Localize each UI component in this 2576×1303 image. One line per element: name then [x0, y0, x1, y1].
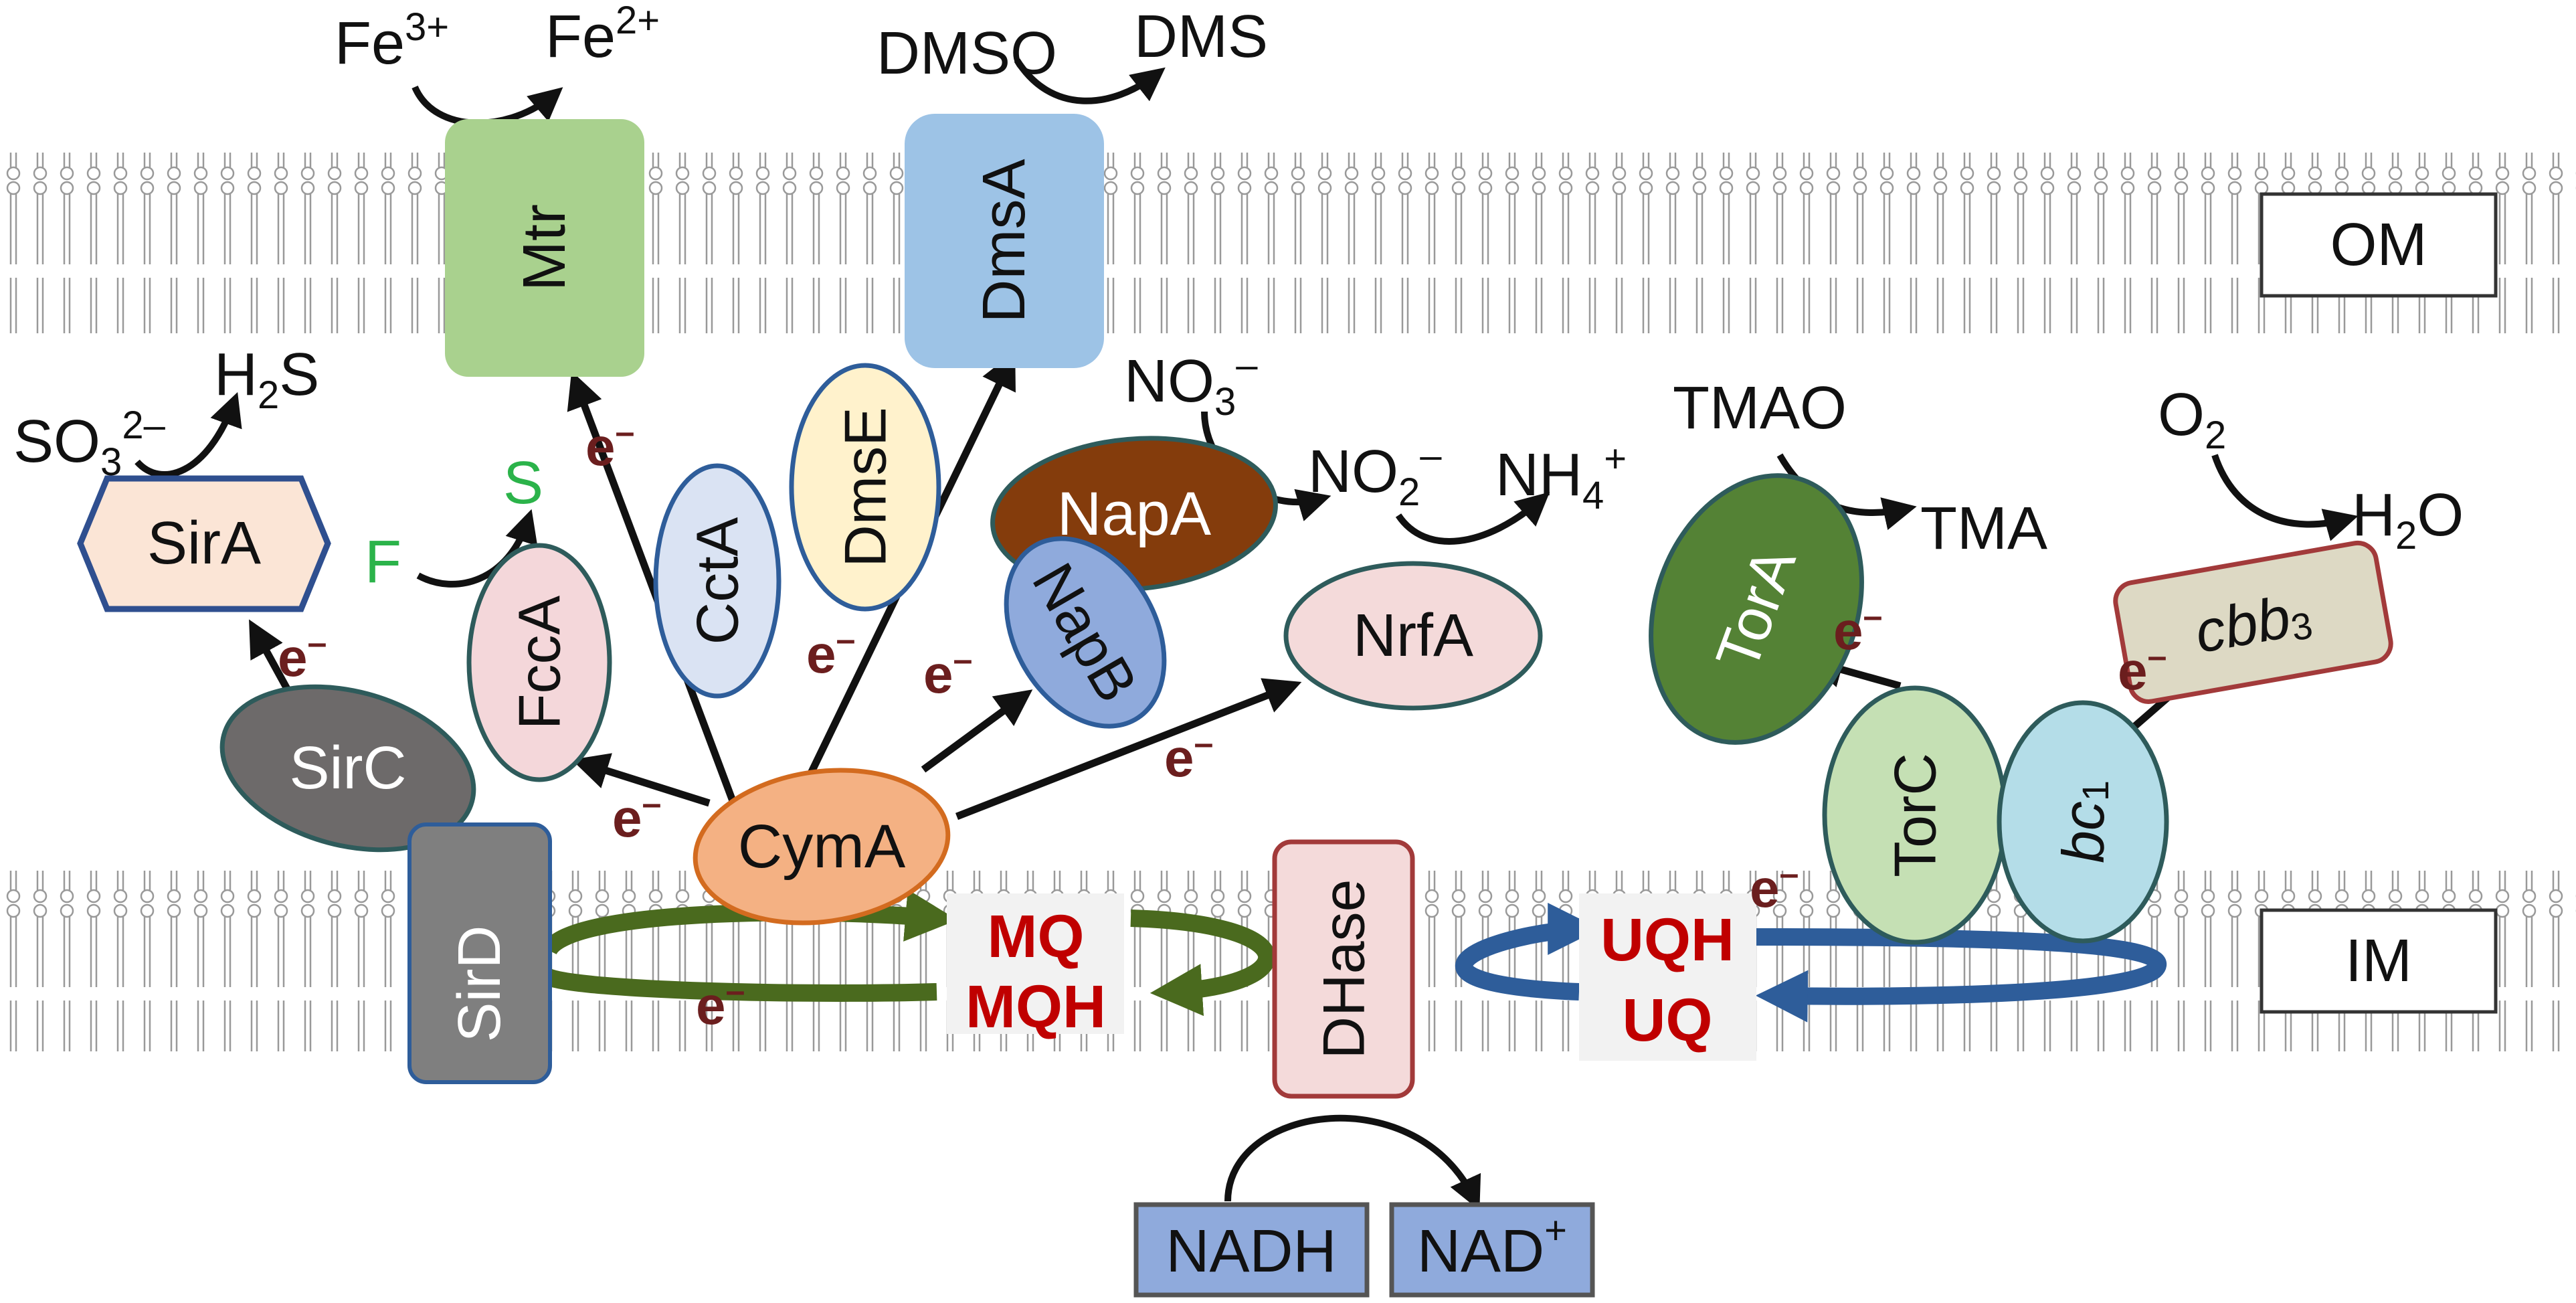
om-label-box	[2260, 192, 2498, 298]
arrow-oxygen-reduction	[2211, 454, 2359, 541]
fcca-label: FccA	[507, 595, 573, 729]
sird-protein[interactable]: SirD	[407, 822, 552, 1084]
mq-cycle	[541, 889, 1276, 1017]
electron-label-dmse: e–	[806, 620, 855, 684]
torc-protein[interactable]: TorC	[1822, 685, 2008, 945]
nad-box: NAD+	[1389, 1202, 1595, 1298]
mq-label: MQ	[988, 903, 1085, 970]
dmsa-protein[interactable]: DmsA	[905, 114, 1104, 368]
nadh-label: NADH	[1166, 1218, 1336, 1285]
sird-label: SirD	[446, 926, 513, 1043]
nad-label: NAD+	[1417, 1209, 1567, 1286]
dhase-label: DHase	[1311, 879, 1377, 1059]
arrow-cyma-napb	[921, 689, 1033, 773]
nh4-label: NH4+	[1495, 437, 1627, 517]
arrow-cyma-fcca	[571, 753, 711, 807]
sirc-label: SirC	[290, 735, 407, 802]
nrfa-protein[interactable]: NrfA	[1283, 561, 1543, 711]
dhase-protein[interactable]: DHase	[1272, 839, 1415, 1099]
electron-label-torc: e–	[1833, 597, 1882, 661]
substrate-labels: Fe3+ Fe2+ DMSO DMS SO32– H2S F S NO3– NO…	[13, 0, 2464, 596]
fumarate-label: F	[365, 529, 401, 596]
tmao-label: TMAO	[1673, 375, 1847, 442]
fcca-protein[interactable]: FccA	[466, 543, 612, 782]
electron-label-uq: e–	[1750, 855, 1799, 918]
mqh-label: MQH	[965, 974, 1106, 1041]
napb-protein[interactable]: NapB	[974, 511, 1196, 755]
sira-label: SirA	[147, 510, 261, 577]
h2s-label: H2S	[214, 341, 319, 417]
fe3-label: Fe3+	[335, 5, 449, 77]
electron-label-bc1: e–	[2118, 637, 2167, 701]
dmsa-label: DmsA	[971, 159, 1038, 323]
nadh-box: NADH	[1133, 1202, 1370, 1298]
arrow-sirc-sira	[249, 619, 294, 698]
quinone-labels: MQ MQH UQH UQ	[947, 893, 1756, 1061]
mtr-complex[interactable]: Mtr	[445, 119, 644, 377]
nrfa-label: NrfA	[1353, 602, 1473, 669]
h2o-label: H2O	[2352, 482, 2464, 557]
arrow-fumarate-reduction	[416, 509, 538, 588]
so3-label: SO32–	[13, 404, 166, 484]
dmso-label: DMSO	[877, 20, 1057, 87]
sirc-protein[interactable]: SirC	[204, 661, 492, 876]
tora-protein[interactable]: TorA	[1615, 446, 1898, 772]
uq-cycle	[1455, 900, 2167, 1023]
electron-label-mtr: e–	[585, 413, 634, 476]
no2-label: NO2–	[1308, 434, 1442, 514]
arrow-cyma-nrfa	[955, 678, 1302, 820]
electron-label-fcca: e–	[612, 784, 661, 848]
im-label-box	[2260, 908, 2498, 1014]
tma-label: TMA	[1920, 495, 2047, 562]
ccta-protein[interactable]: CctA	[653, 463, 781, 699]
succinate-label: S	[503, 450, 543, 517]
mtr-label: Mtr	[511, 204, 578, 291]
outer-membrane: OM	[0, 153, 2576, 333]
dmse-protein[interactable]: DmsE	[789, 363, 941, 612]
ccta-label: CctA	[684, 517, 751, 644]
om-label: OM	[2330, 211, 2427, 278]
im-label: IM	[2345, 928, 2412, 994]
fe2-label: Fe2+	[545, 0, 660, 70]
arrow-nadh-oxidation	[1224, 1114, 1481, 1211]
electron-label-nrfa: e–	[1164, 724, 1213, 788]
uq-label: UQ	[1623, 987, 1713, 1054]
sira-protein[interactable]: SirA	[77, 475, 331, 612]
no3-label: NO3–	[1124, 343, 1258, 424]
bc1-complex[interactable]: bc1	[1997, 700, 2169, 944]
torc-label: TorC	[1882, 753, 1948, 877]
electron-label-napb: e–	[923, 640, 972, 704]
electron-label-sird: e–	[696, 972, 745, 1035]
cyma-label: CymA	[738, 812, 906, 881]
electron-label-sirc: e–	[278, 624, 327, 687]
arrow-dmso-reduction	[1014, 58, 1166, 104]
cbb3-oxidase[interactable]: cbb3	[2112, 540, 2393, 705]
napa-label: NapA	[1057, 480, 1212, 548]
arrow-fe-reduction	[411, 85, 563, 126]
uqh-label: UQH	[1600, 907, 1734, 974]
arrow-nitrite-reduction	[1395, 492, 1550, 545]
cbb3-label: cbb3	[2190, 580, 2316, 665]
bc1-label: bc1	[2050, 780, 2116, 863]
o2-label: O2	[2158, 381, 2226, 457]
dms-label: DMS	[1134, 3, 1268, 70]
arrow-sulfite-reduction	[134, 392, 242, 478]
dmse-label: DmsE	[832, 407, 899, 568]
cyma-protein[interactable]: CymA	[685, 755, 957, 939]
electron-labels: e– e– e– e– e– e– e– e– e– e–	[278, 413, 2167, 1035]
